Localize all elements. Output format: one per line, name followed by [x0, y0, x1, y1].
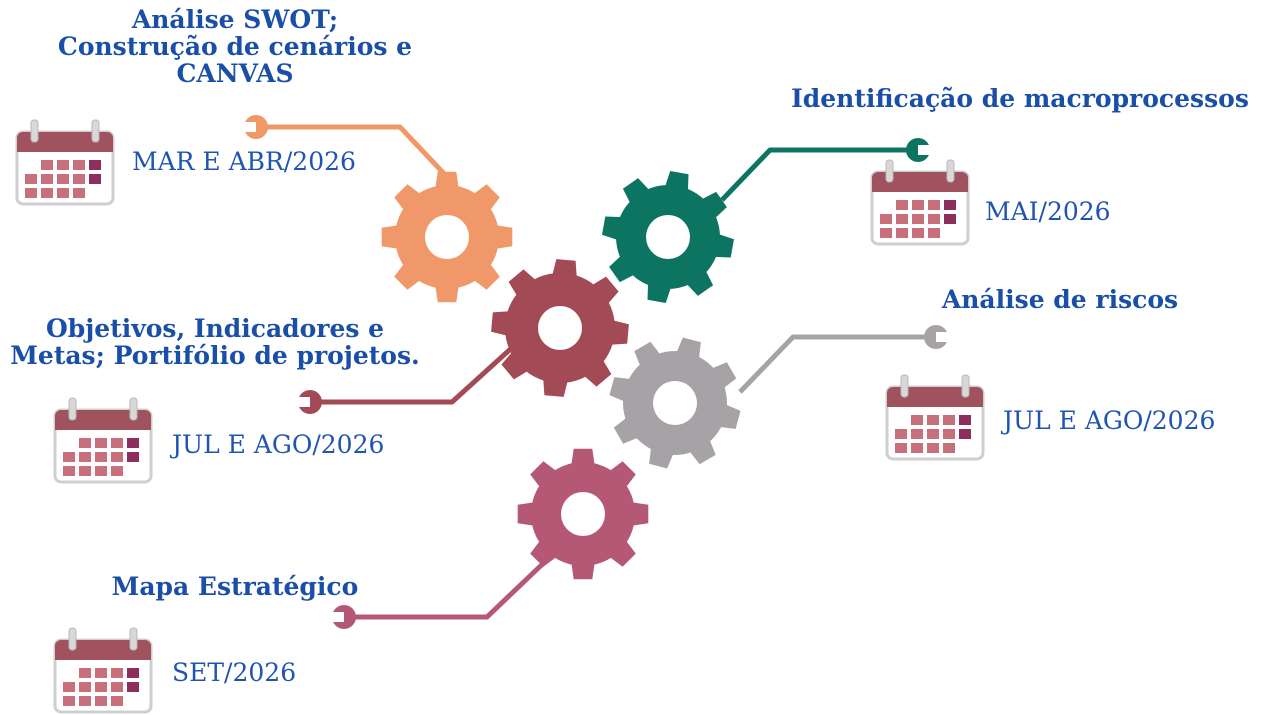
step-date-objetivos: JUL E AGO/2026 [172, 430, 385, 459]
wrench-icon [244, 115, 268, 139]
gear-icon [517, 448, 649, 580]
wrench-icon [298, 390, 322, 414]
connector-line-3 [316, 343, 517, 405]
step-title-macroprocessos: Identificação de macroprocessos [791, 84, 1249, 113]
calendar-icon [870, 158, 970, 246]
wrench-icon [332, 605, 356, 629]
step-date-macroprocessos: MAI/2026 [985, 197, 1111, 226]
step-title-mapa: Mapa Estratégico [111, 572, 359, 601]
connector-line-2 [720, 147, 912, 202]
step-date-mapa: SET/2026 [172, 658, 297, 687]
calendar-icon [53, 396, 153, 484]
connector-line-4 [738, 334, 930, 394]
step-date-swot: MAR E ABR/2026 [132, 147, 356, 176]
connector-line-1 [262, 124, 452, 182]
gear-icon [381, 171, 513, 303]
calendar-icon [885, 373, 985, 461]
step-date-riscos: JUL E AGO/2026 [1003, 406, 1216, 435]
gear-icon [609, 337, 741, 469]
step-title-objetivos: Objetivos, Indicadores e Metas; Portifól… [10, 314, 420, 370]
calendar-icon [15, 118, 115, 206]
gear-icon [491, 259, 629, 397]
step-title-riscos: Análise de riscos [941, 285, 1179, 314]
step-title-swot: Análise SWOT; Construção de cenários e C… [57, 5, 413, 88]
wrench-icon [924, 325, 949, 349]
gear-icon [602, 171, 734, 303]
calendar-icon [53, 626, 153, 714]
connector-line-5 [350, 553, 554, 620]
wrench-icon [906, 138, 931, 162]
